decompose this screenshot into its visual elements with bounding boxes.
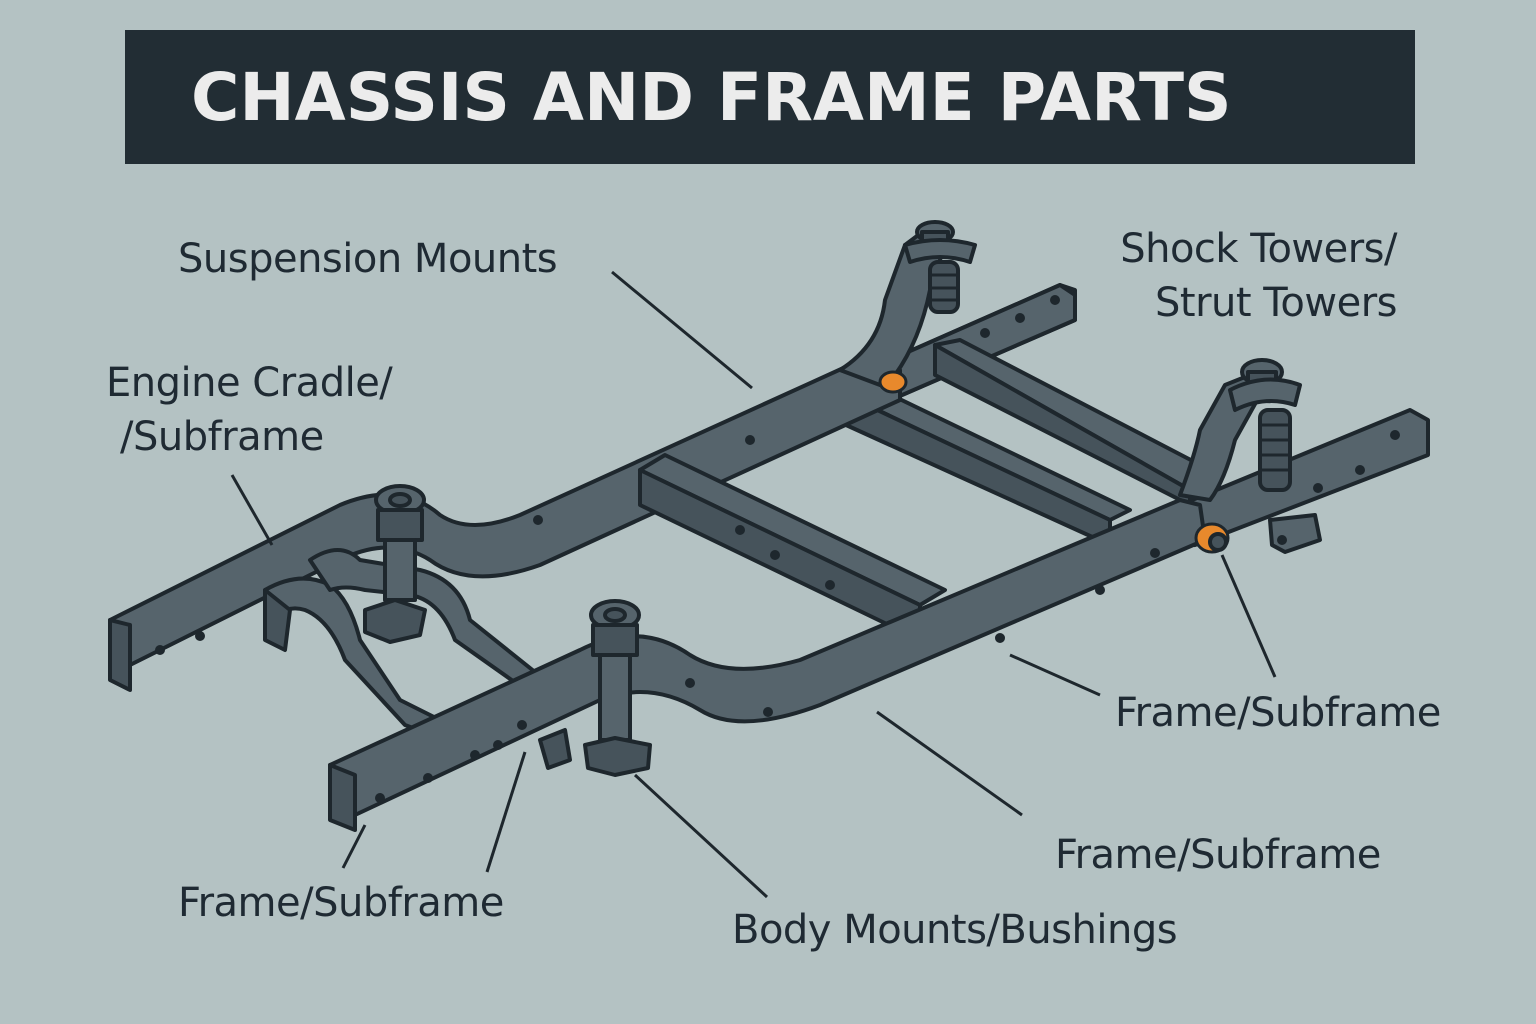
- label-suspension-mounts-text: Suspension Mounts: [178, 236, 558, 282]
- page-title: CHASSIS AND FRAME PARTS: [191, 58, 1232, 136]
- title-banner: CHASSIS AND FRAME PARTS: [125, 30, 1415, 164]
- leader-frame-center: [876, 710, 1023, 817]
- label-body-mounts: Body Mounts/Bushings: [732, 903, 1178, 957]
- label-engine-cradle-line2: /Subframe: [120, 414, 324, 460]
- label-engine-cradle: Engine Cradle/ /Subframe: [106, 356, 393, 464]
- label-frame-subframe-center: Frame/Subframe: [1055, 828, 1381, 882]
- label-shock-towers: Shock Towers/ Strut Towers: [1115, 222, 1397, 330]
- leader-frame-bushing: [1220, 554, 1277, 678]
- leader-suspension-mounts: [611, 270, 753, 390]
- label-frame-subframe-right: Frame/Subframe: [1115, 686, 1441, 740]
- leader-frame-left-a: [341, 824, 367, 869]
- leader-lines: [230, 270, 1277, 899]
- shock-tower-lower: [1228, 358, 1322, 554]
- leader-engine-cradle: [230, 474, 274, 546]
- label-shock-towers-line1: Shock Towers/: [1120, 226, 1397, 272]
- body-mount-front-right: [538, 599, 652, 777]
- label-frame-subframe-right-text: Frame/Subframe: [1115, 690, 1441, 736]
- label-engine-cradle-line1: Engine Cradle/: [106, 360, 393, 406]
- middle-crossmember: [638, 453, 947, 642]
- label-frame-subframe-left-text: Frame/Subframe: [178, 880, 504, 926]
- label-body-mounts-text: Body Mounts/Bushings: [732, 907, 1178, 953]
- label-shock-towers-line2: Strut Towers: [1155, 280, 1398, 326]
- bushings: [878, 370, 1230, 554]
- bushing-upper: [878, 370, 908, 394]
- label-suspension-mounts: Suspension Mounts: [178, 232, 558, 286]
- label-frame-subframe-center-text: Frame/Subframe: [1055, 832, 1381, 878]
- leader-frame-left-b: [485, 751, 527, 873]
- leader-frame-right: [1009, 653, 1101, 697]
- body-mount-front-left: [363, 484, 427, 644]
- shock-tower-upper: [903, 220, 977, 314]
- label-frame-subframe-left: Frame/Subframe: [178, 876, 504, 930]
- leader-body-mounts: [633, 773, 769, 899]
